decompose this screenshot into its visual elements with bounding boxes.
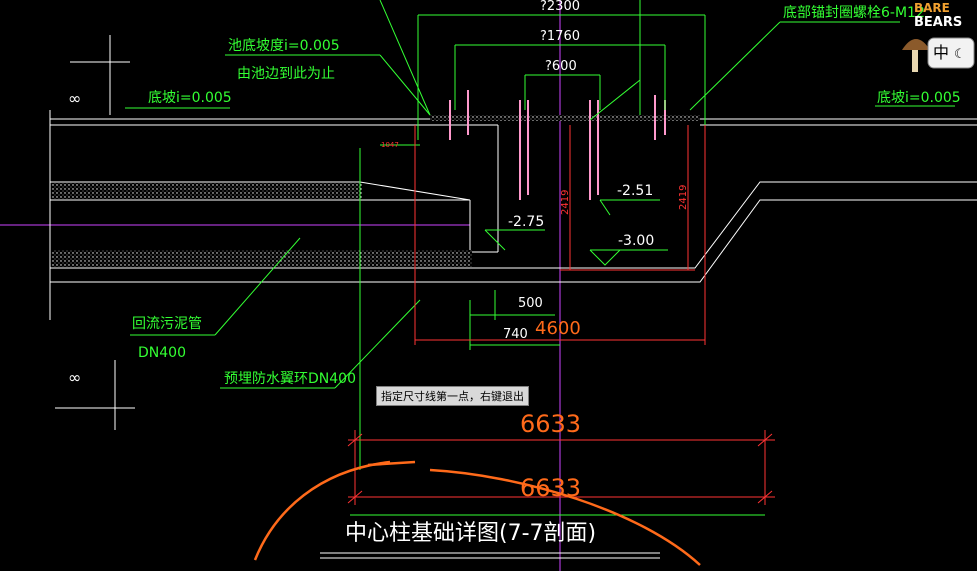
mushroom-icon [902, 39, 930, 50]
freehand-annotation-curve [253, 460, 701, 566]
level-minus-2-51: -2.51 [617, 183, 653, 199]
infinity-symbol-bottom: ∞ [68, 368, 81, 387]
label-pool-slope: 池底坡度i=0.005 [228, 38, 340, 54]
ime-toolbar[interactable] [927, 37, 975, 69]
dim-inner: ?600 [545, 59, 577, 74]
command-tooltip: 指定尺寸线第一点，右键退出 [376, 386, 529, 406]
pit-top-surface [430, 115, 700, 121]
dim-740: 740 [503, 327, 528, 342]
dim-mid: ?1760 [540, 29, 580, 44]
label-slope-left: 底坡i=0.005 [148, 90, 232, 106]
dim-top: ?2300 [540, 0, 580, 14]
label-waterproof-ring: 预埋防水翼环DN400 [224, 371, 356, 387]
tank-floor [49, 110, 977, 320]
infinity-symbol-top: ∞ [68, 89, 81, 108]
mushroom-stem-icon [912, 50, 918, 72]
dim-2419-right: 2419 [678, 185, 689, 210]
label-anchor-bolt: 底部锚封圈螺栓6-M12 [783, 5, 925, 21]
drawing-title: 中心柱基础详图(7-7剖面) [345, 521, 596, 546]
dim-6633-bottom: 6633 [520, 474, 581, 502]
dim-4600: 4600 [535, 318, 581, 339]
level-minus-2-75: -2.75 [508, 214, 544, 230]
ime-mode-label[interactable]: 中 [933, 43, 949, 62]
dim-6633-top: 6633 [520, 410, 581, 438]
dim-500: 500 [518, 296, 543, 311]
badge-brand-top: BARE [914, 1, 950, 15]
concrete-layer-bottom [52, 250, 472, 267]
bare-bears-badge[interactable]: BARE BEARS 中 ☾ [900, 0, 977, 78]
crosshair-bottom [55, 360, 135, 430]
dim-small: 1047 [381, 141, 399, 149]
red-dimension-lines [347, 125, 775, 505]
dim-2419-left: 2419 [560, 190, 571, 215]
green-dimension-lines [125, 0, 955, 516]
label-return-dn: DN400 [138, 345, 186, 361]
label-slope-right: 底坡i=0.005 [877, 90, 961, 106]
crosshair-top [70, 35, 130, 115]
label-slope-note: 由池边到此为止 [237, 66, 335, 82]
concrete-layer-top [52, 183, 362, 199]
level-minus-3-00: -3.00 [618, 233, 654, 249]
label-return-pipe: 回流污泥管 [132, 316, 202, 332]
freehand-annotation-stroke [367, 460, 416, 467]
moon-icon[interactable]: ☾ [954, 47, 966, 62]
badge-brand-bottom: BEARS [914, 15, 962, 30]
